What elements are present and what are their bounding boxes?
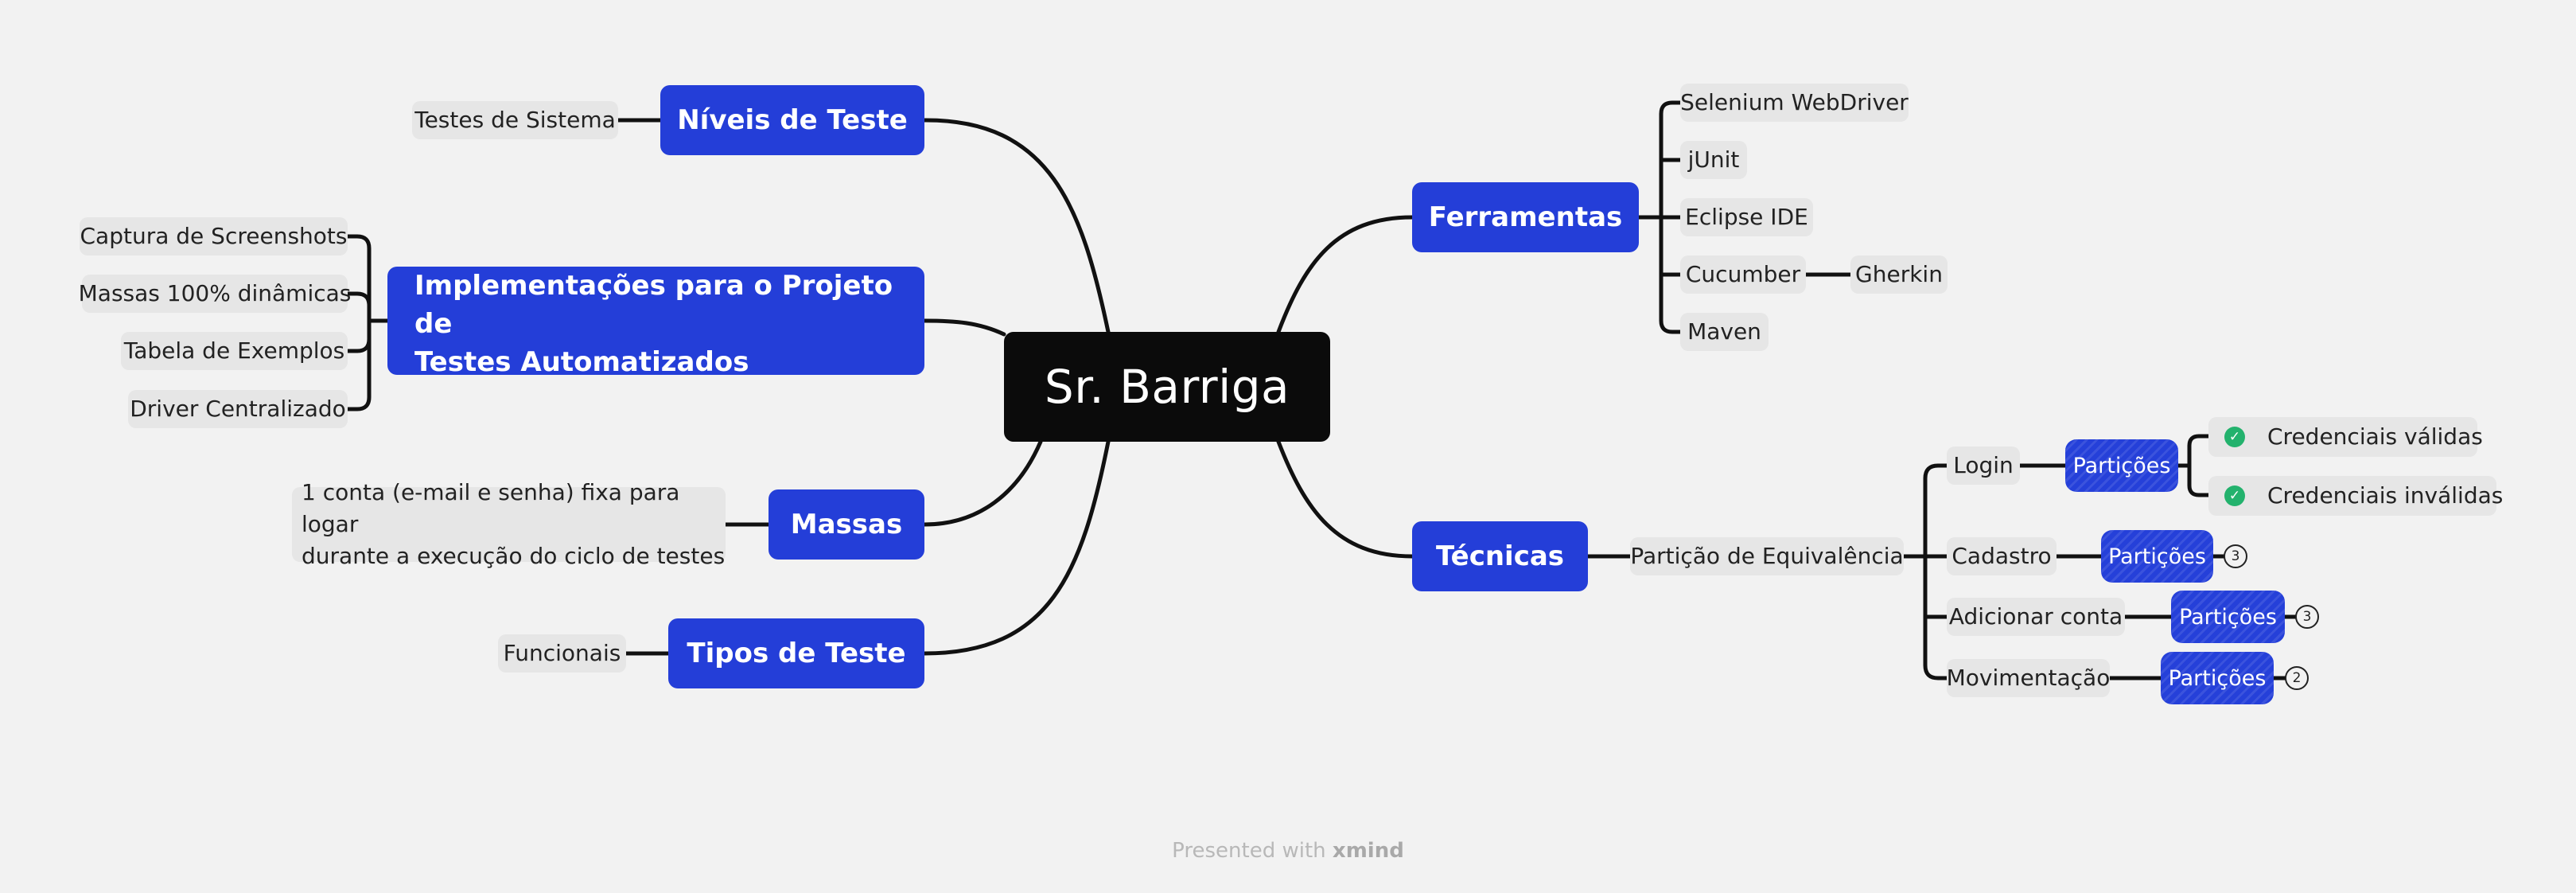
branch-cadastro[interactable]: Cadastro [1947, 537, 2057, 575]
check-icon: ✓ [2224, 427, 2245, 447]
xmind-logo[interactable]: xmind [1332, 839, 1404, 863]
subtopic-particao-equivalencia[interactable]: Partição de Equivalência [1630, 537, 1904, 575]
subtopic-driver-centralizado[interactable]: Driver Centralizado [128, 390, 348, 428]
topic-tecnicas[interactable]: Técnicas [1412, 521, 1588, 591]
subtopic-funcionais[interactable]: Funcionais [498, 634, 626, 673]
count-badge-adicionar-conta: 3 [2295, 605, 2319, 629]
topic-implementacoes[interactable]: Implementações para o Projeto de Testes … [387, 267, 924, 378]
count-badge-cadastro: 3 [2224, 544, 2247, 568]
topic-implementacoes-line1: Implementações para o Projeto de [414, 270, 893, 340]
check-icon: ✓ [2224, 485, 2245, 506]
credenciais-validas-label: Credenciais válidas [2267, 423, 2483, 450]
topic-tipos-de-teste[interactable]: Tipos de Teste [668, 618, 924, 688]
subtopic-gherkin[interactable]: Gherkin [1850, 255, 1948, 294]
subtopic-massas-dinamicas[interactable]: Massas 100% dinâmicas [79, 275, 351, 313]
subtopic-cucumber[interactable]: Cucumber [1680, 255, 1806, 294]
subtopic-eclipse-ide[interactable]: Eclipse IDE [1680, 198, 1813, 236]
subtopic-tabela-exemplos[interactable]: Tabela de Exemplos [121, 332, 348, 370]
branch-movimentacao[interactable]: Movimentação [1947, 659, 2110, 697]
tag-particoes-cadastro[interactable]: Partições [2101, 530, 2213, 583]
credenciais-invalidas-label: Credenciais inválidas [2267, 482, 2504, 509]
subtopic-conta-fixa[interactable]: 1 conta (e-mail e senha) fixa para logar… [292, 479, 726, 569]
topic-massas[interactable]: Massas [769, 489, 924, 560]
footer-prefix: Presented with [1172, 839, 1326, 863]
subtopic-maven[interactable]: Maven [1680, 313, 1769, 351]
topic-implementacoes-line2: Testes Automatizados [414, 346, 749, 378]
subtopic-junit[interactable]: jUnit [1680, 141, 1747, 179]
subtopic-conta-fixa-line2: durante a execução do ciclo de testes [302, 543, 726, 569]
subtopic-captura-screenshots[interactable]: Captura de Screenshots [80, 217, 348, 255]
count-badge-movimentacao: 2 [2285, 666, 2309, 690]
central-topic[interactable]: Sr. Barriga [1004, 332, 1330, 442]
subtopic-testes-de-sistema[interactable]: Testes de Sistema [412, 101, 618, 139]
tag-particoes-adicionar-conta[interactable]: Partições [2171, 591, 2285, 643]
topic-niveis-de-teste[interactable]: Níveis de Teste [660, 85, 924, 155]
subtopic-conta-fixa-line1: 1 conta (e-mail e senha) fixa para logar [302, 479, 680, 537]
tag-particoes-login[interactable]: Partições [2065, 439, 2178, 492]
credenciais-invalidas[interactable]: ✓ Credenciais inválidas [2208, 476, 2503, 516]
credenciais-validas[interactable]: ✓ Credenciais válidas [2208, 417, 2483, 457]
branch-login[interactable]: Login [1947, 446, 2020, 485]
subtopic-selenium-webdriver[interactable]: Selenium WebDriver [1680, 84, 1909, 122]
tag-particoes-movimentacao[interactable]: Partições [2161, 652, 2274, 704]
topic-ferramentas[interactable]: Ferramentas [1412, 182, 1639, 252]
footer-presented-with: Presented with xmind [0, 839, 2576, 863]
branch-adicionar-conta[interactable]: Adicionar conta [1947, 598, 2125, 636]
